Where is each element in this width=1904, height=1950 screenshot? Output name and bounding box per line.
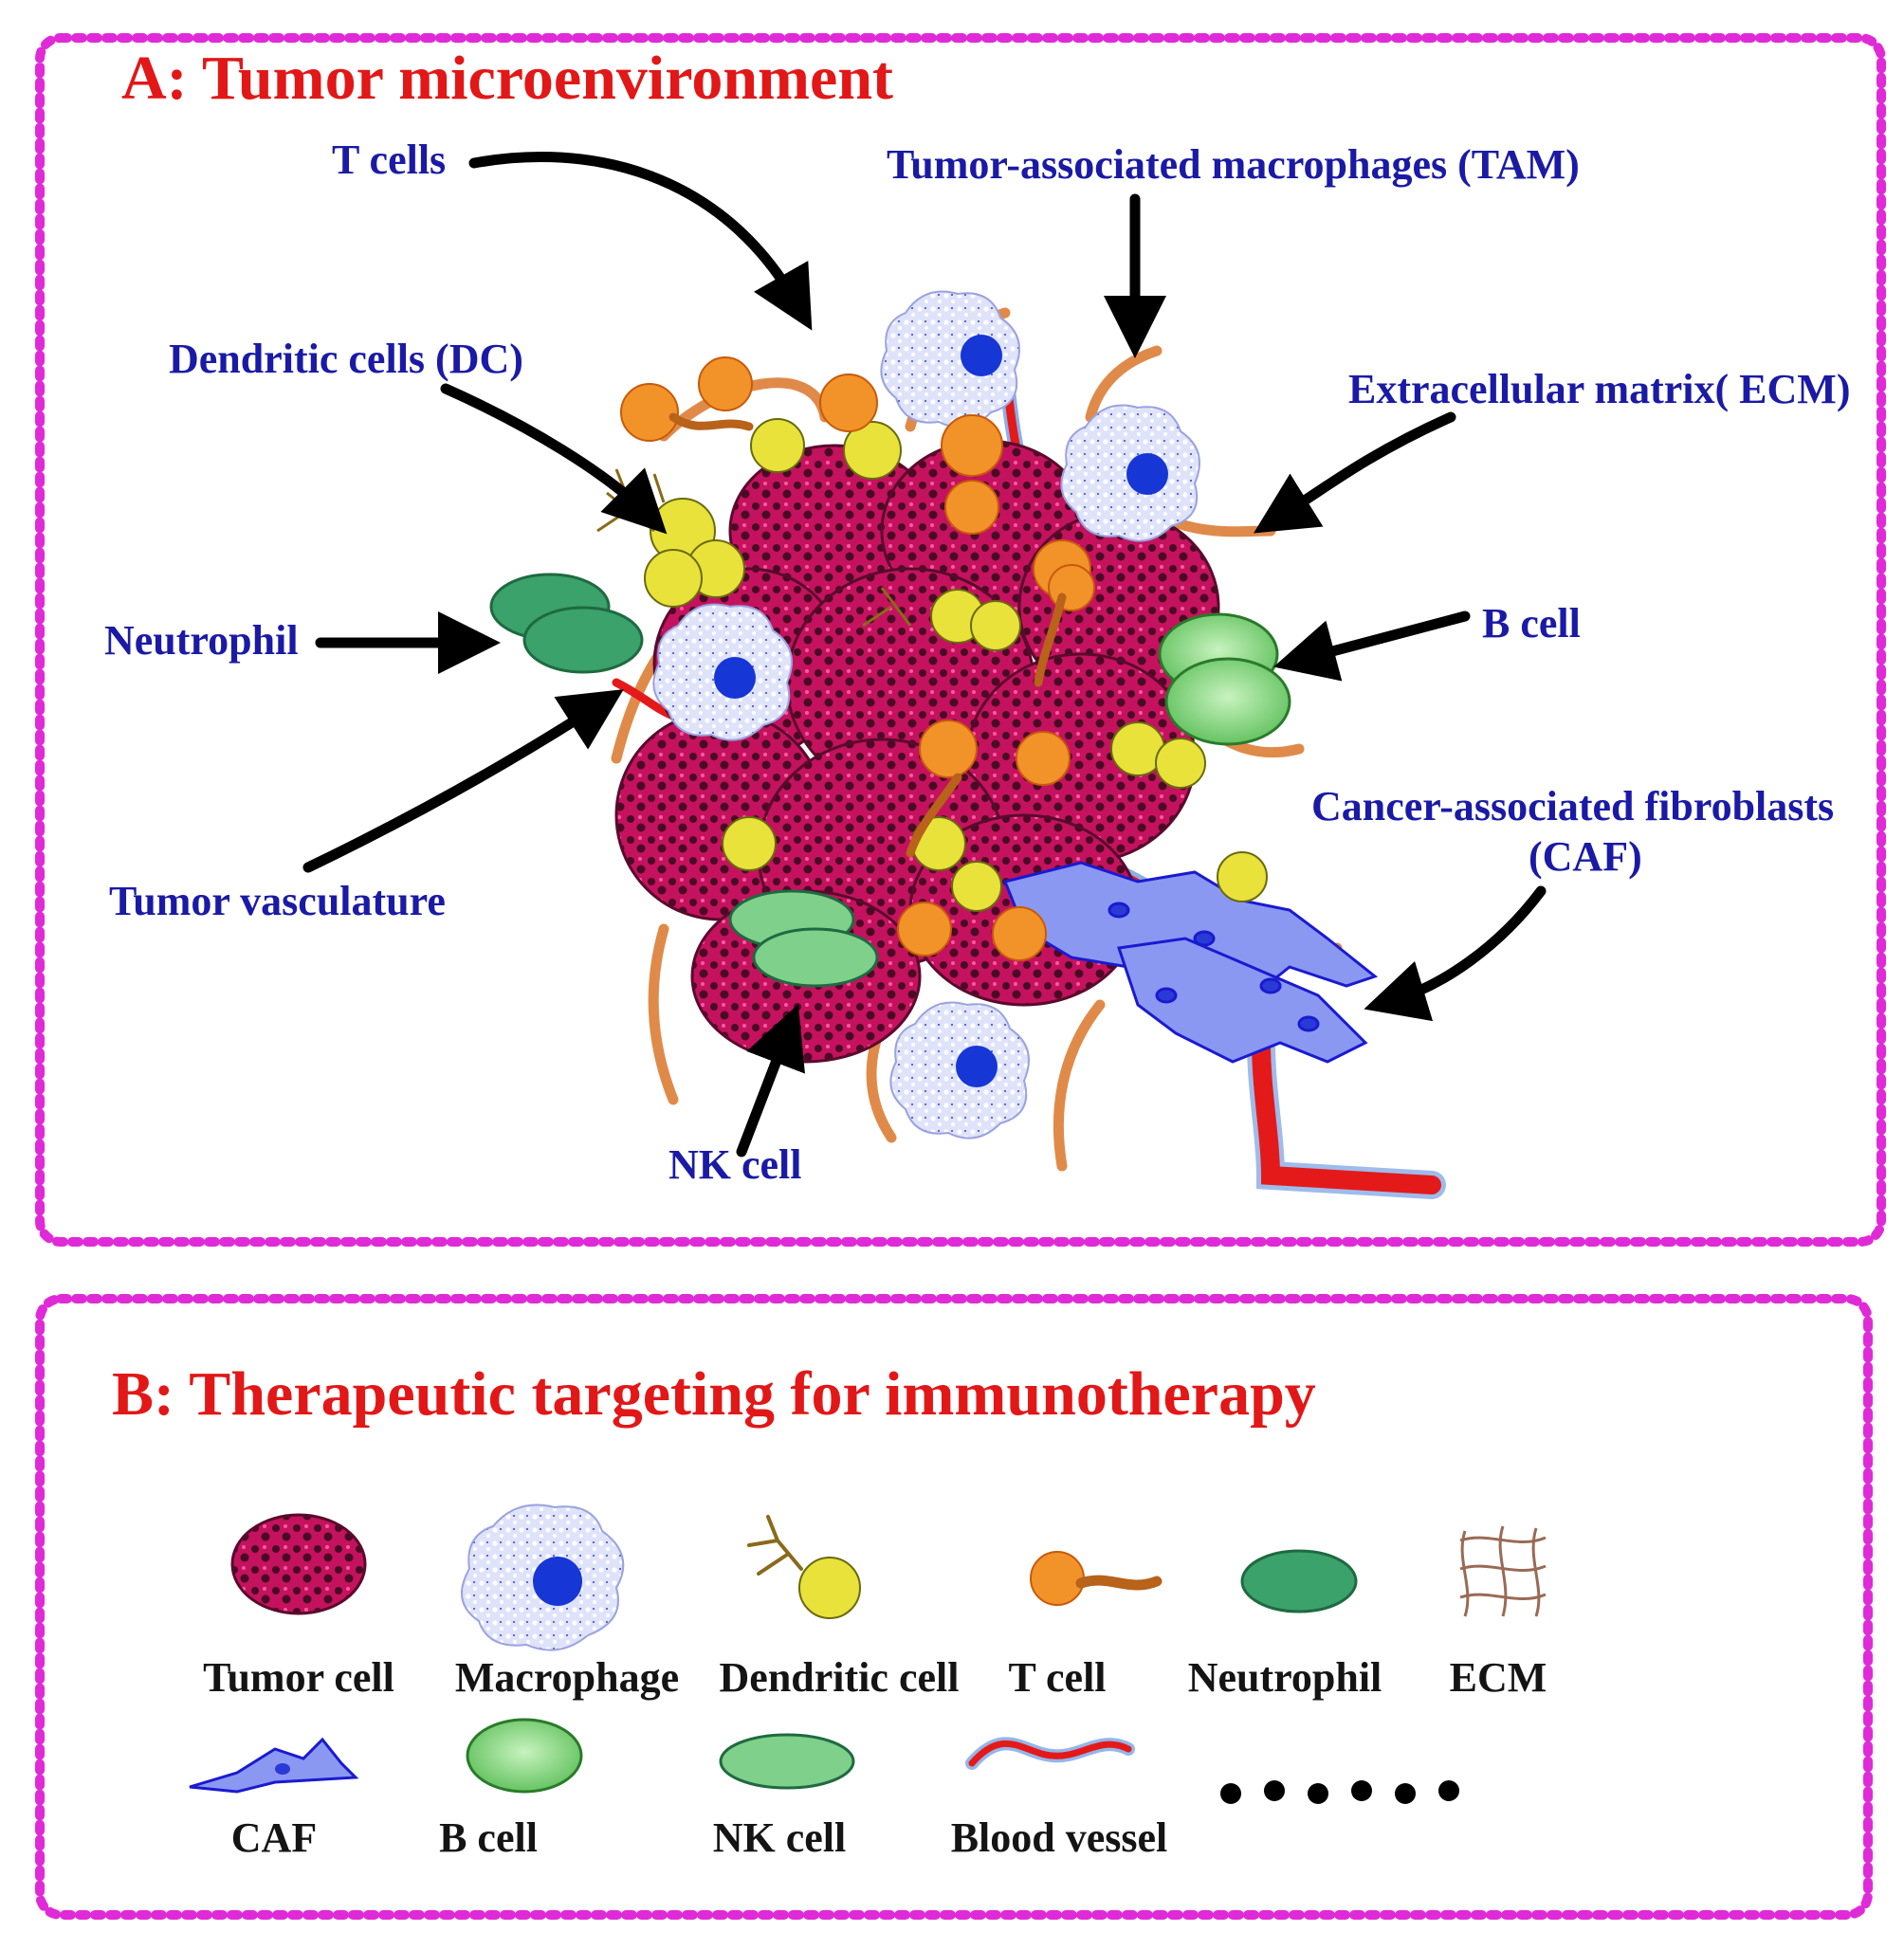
label-neutrophil: Neutrophil [104,617,299,664]
caf-cluster [1002,861,1379,1064]
legend-label-blood-vessel: Blood vessel [951,1814,1168,1861]
neutrophils [489,573,644,674]
label-nk-cell: NK cell [668,1141,802,1188]
ellipsis-dots [1220,1780,1459,1804]
tumor-microenvironment-illustration [489,290,1446,1199]
pointer-arrows [302,151,1547,1157]
legend-label-caf: CAF [231,1814,317,1861]
dendritic-cells [596,418,1268,912]
macrophage-cell [889,1001,1030,1139]
ellipsis-dot [1308,1783,1328,1804]
legend-label-dendritic-cell: Dendritic cell [720,1654,960,1701]
tumor-cell-icon [230,1513,367,1615]
t-cell-icon [1030,1551,1163,1606]
nk-cells [728,889,879,988]
label-dendritic-cells: Dendritic cells (DC) [169,336,523,382]
b-cell-icon [466,1718,583,1794]
ecm-icon [1459,1525,1547,1617]
caf-icon [189,1737,359,1794]
ellipsis-dot [1220,1783,1241,1804]
label-t-cells: T cells [332,137,446,183]
label-tam: Tumor-associated macrophages (TAM) [887,141,1580,188]
legend: Tumor cell Macrophage Dendritic cell T c… [189,1504,1547,1861]
legend-label-nk-cell: NK cell [713,1814,847,1861]
t-cells [620,356,1095,961]
b-cells [1158,612,1291,746]
macrophage-icon [461,1504,625,1651]
panel-b-title: B: Therapeutic targeting for immunothera… [112,1359,1316,1429]
legend-label-macrophage: Macrophage [455,1654,679,1701]
legend-label-b-cell: B cell [439,1814,538,1861]
caf-nucleus [275,1763,290,1775]
legend-label-ecm: ECM [1450,1654,1547,1701]
ellipsis-dot [1264,1780,1285,1801]
ellipsis-dot [1351,1780,1372,1801]
ellipsis-dot [1395,1783,1416,1804]
panel-a-frame [35,33,1886,1247]
label-tumor-vasculature: Tumor vasculature [109,878,446,924]
macrophages [652,290,1200,1139]
nk-cell-icon [719,1733,855,1790]
legend-label-tumor-cell: Tumor cell [203,1654,394,1701]
macrophage-cell [1060,404,1200,542]
label-b-cell: B cell [1482,600,1581,647]
ellipsis-dot [1438,1780,1459,1801]
macrophage-cell [880,290,1020,428]
label-caf-line1: Cancer-associated fibroblasts [1311,783,1834,829]
label-caf-line2: (CAF) [1529,833,1642,880]
label-ecm: Extracellular matrix( ECM) [1348,366,1850,412]
panel-a-title: A: Tumor microenvironment [121,44,893,113]
dendritic-cell-icon [747,1515,861,1619]
blood-vessel-icon [965,1737,1135,1770]
panel-b-frame [35,1294,1873,1920]
neutrophil-icon [1240,1549,1358,1613]
macrophage-cell [652,603,793,741]
legend-label-neutrophil: Neutrophil [1188,1654,1382,1701]
legend-label-t-cell: T cell [1008,1654,1106,1701]
